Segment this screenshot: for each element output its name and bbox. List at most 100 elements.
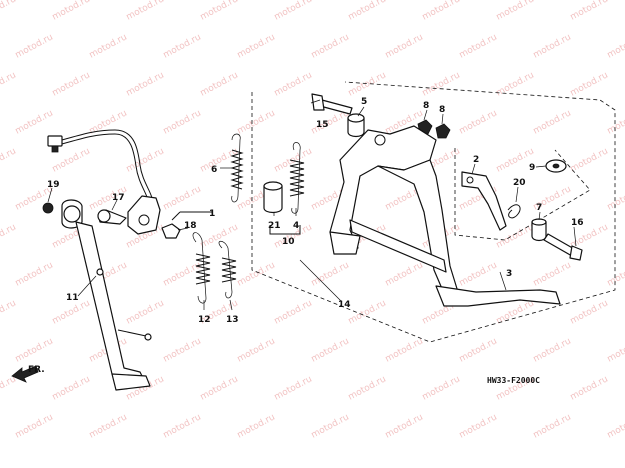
callout-15: 15: [316, 120, 329, 130]
watermark-text: motod.ru: [88, 108, 129, 136]
callout-6: 6: [211, 165, 217, 175]
callout-8-right: 8: [439, 105, 445, 115]
leader-17: [111, 199, 118, 211]
leader-15: [310, 99, 321, 104]
watermark-text: motod.ru: [532, 260, 573, 288]
watermark-text: motod.ru: [384, 260, 425, 288]
watermark-text: motod.ru: [458, 412, 499, 440]
side-stand-pin: [144, 333, 152, 341]
switch-wire-2: [61, 133, 149, 201]
nut-18: [161, 223, 181, 239]
watermark-text: motod.ru: [532, 32, 573, 60]
watermark-text: motod.ru: [162, 260, 203, 288]
watermark-text: motod.ru: [273, 374, 314, 402]
watermark-layer: motod.ru motod.ru motod.ru motod.ru motod.ru…: [0, 0, 625, 441]
watermark-text: motod.ru: [532, 336, 573, 364]
leader-20: [515, 186, 519, 203]
nut-19: [42, 202, 54, 214]
watermark-text: motod.ru: [125, 0, 166, 23]
watermark-text: motod.ru: [384, 412, 425, 440]
bolt-17-head: [97, 209, 111, 223]
collar-21-top: [263, 181, 283, 191]
pivot-collar-face: [63, 205, 81, 223]
diagram-code: HW33-F2000C: [487, 376, 540, 385]
watermark-text: motod.ru: [569, 374, 610, 402]
watermark-text: motod.ru: [236, 336, 277, 364]
watermark-text: motod.ru: [458, 32, 499, 60]
watermark-text: motod.ru: [347, 70, 388, 98]
main-stand-left-foot: [329, 231, 361, 255]
watermark-text: motod.ru: [162, 336, 203, 364]
watermark-text: motod.ru: [0, 70, 18, 98]
front-direction-label: FR.: [28, 365, 45, 375]
connector-tab: [51, 145, 59, 153]
bracket-2: [461, 171, 507, 231]
watermark-text: motod.ru: [458, 260, 499, 288]
watermark-text: motod.ru: [199, 222, 240, 250]
spring-13: [221, 257, 237, 283]
switch-wire: [61, 129, 153, 199]
side-stand-tab: [117, 329, 147, 337]
watermark-text: motod.ru: [0, 146, 18, 174]
watermark-text: motod.ru: [310, 336, 351, 364]
watermark-text: motod.ru: [384, 32, 425, 60]
watermark-text: motod.ru: [273, 298, 314, 326]
bolt-15-head: [311, 93, 325, 111]
leader-3: [499, 271, 507, 291]
bracket-2-hole: [466, 176, 474, 184]
callout-19: 19: [47, 180, 60, 190]
callout-2: 2: [473, 155, 479, 165]
clip-20: [507, 204, 521, 219]
callout-13: 13: [226, 315, 239, 325]
wire-connector: [47, 135, 63, 147]
main-stand-group-outline: [251, 81, 616, 343]
callout-12: 12: [198, 315, 211, 325]
leader-19: [47, 187, 53, 203]
watermark-text: motod.ru: [273, 70, 314, 98]
callout-4: 4: [293, 221, 299, 231]
watermark-text: motod.ru: [0, 374, 18, 402]
spring-6-hooks: [231, 133, 241, 203]
callout-8-left: 8: [423, 101, 429, 111]
watermark-text: motod.ru: [458, 108, 499, 136]
watermark-text: motod.ru: [51, 0, 92, 23]
callout-3: 3: [506, 269, 512, 279]
leader-9: [535, 165, 547, 168]
watermark-text: motod.ru: [236, 412, 277, 440]
watermark-text: motod.ru: [14, 412, 55, 440]
washer-9-hole: [552, 163, 560, 169]
watermark-text: motod.ru: [310, 32, 351, 60]
watermark-text: motod.ru: [14, 32, 55, 60]
watermark-text: motod.ru: [421, 70, 462, 98]
watermark-text: motod.ru: [236, 108, 277, 136]
collar-5: [347, 117, 365, 138]
callout-11: 11: [66, 293, 79, 303]
watermark-text: motod.ru: [606, 32, 625, 60]
watermark-text: motod.ru: [458, 336, 499, 364]
bracket-10: [269, 225, 301, 235]
spring-4-hooks: [291, 142, 301, 214]
leader-18: [177, 227, 189, 231]
watermark-text: motod.ru: [199, 0, 240, 23]
watermark-text: motod.ru: [125, 146, 166, 174]
side-stand-foot: [111, 373, 151, 391]
watermark-text: motod.ru: [347, 0, 388, 23]
watermark-text: motod.ru: [88, 412, 129, 440]
watermark-text: motod.ru: [51, 374, 92, 402]
leader-8-left: [423, 109, 428, 121]
bracket-leader-1b: [171, 211, 181, 221]
watermark-text: motod.ru: [310, 260, 351, 288]
callout-17: 17: [112, 193, 125, 203]
switch-hole: [138, 214, 150, 226]
watermark-text: motod.ru: [236, 32, 277, 60]
callout-7: 7: [536, 203, 542, 213]
main-stand-kick-arm: [435, 285, 561, 307]
leader-8-right: [441, 113, 444, 125]
collar-5-top: [347, 113, 365, 123]
watermark-text: motod.ru: [310, 412, 351, 440]
watermark-text: motod.ru: [199, 70, 240, 98]
watermark-text: motod.ru: [162, 108, 203, 136]
watermark-text: motod.ru: [0, 0, 18, 23]
leader-5: [357, 106, 365, 117]
